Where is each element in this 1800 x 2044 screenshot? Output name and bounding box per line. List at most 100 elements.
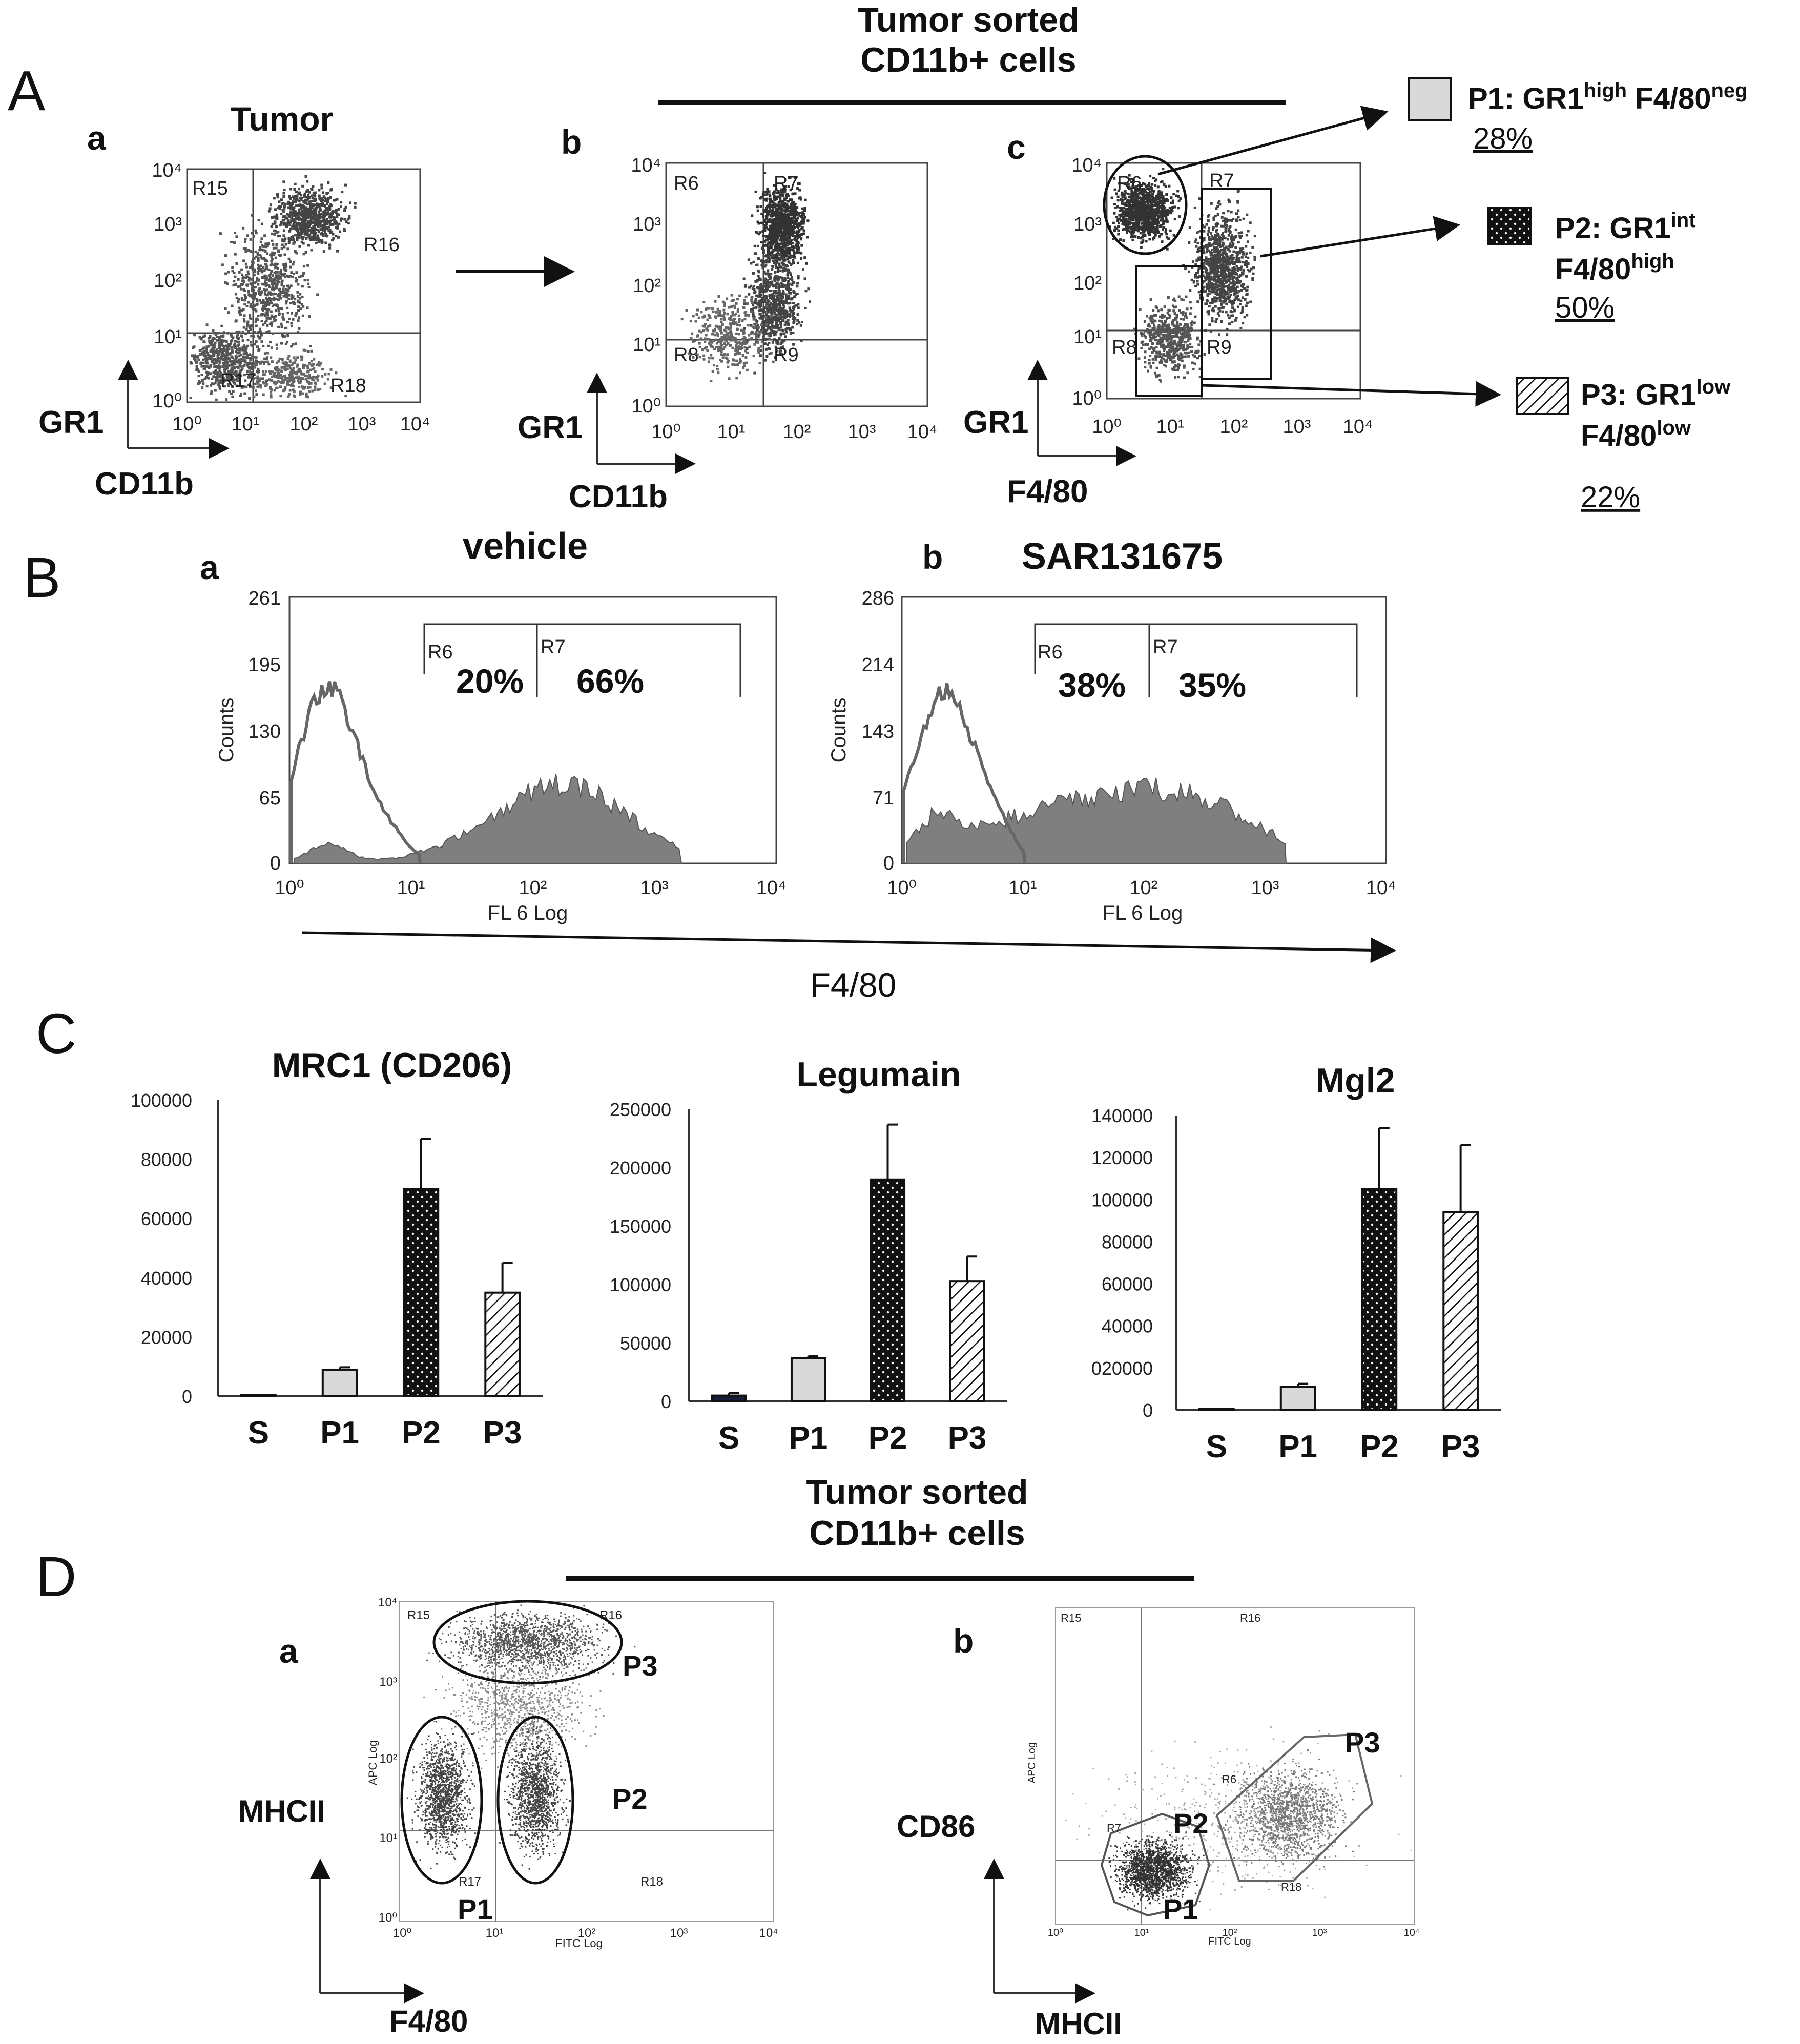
category-label-s: S	[248, 1415, 269, 1451]
bar-s	[240, 1394, 277, 1397]
legend-swatch-p3	[1516, 377, 1569, 415]
scatter-a-b-xticks: 10⁰ 10¹ 10² 10³ 10⁴	[651, 421, 937, 443]
scatter-d-b: R15 R16 R6 R7 R18 P3 P2 P1	[1055, 1607, 1415, 1925]
histogram-sar-filled	[906, 777, 1287, 864]
scatter-d-b-ylabel: APC Log	[1026, 1742, 1038, 1783]
y-tick-label: 120000	[1091, 1147, 1153, 1168]
histogram-sar-isotype	[902, 683, 1026, 864]
gate-label-r7: R7	[541, 636, 566, 658]
legend-swatch-p2	[1487, 207, 1532, 245]
bar-p1	[790, 1357, 826, 1402]
scatter-d-a-yticks: 10⁴ 10³ 10² 10¹ 10⁰	[378, 1596, 397, 1925]
gate-label-r6: R6	[1038, 642, 1063, 663]
hist-title-vehicle: vehicle	[463, 526, 588, 567]
gate-d-a-p2	[496, 1716, 574, 1885]
svg-text:10³: 10³	[633, 214, 661, 235]
arrow-to-p3	[1201, 381, 1501, 407]
bar-p3	[949, 1280, 985, 1402]
svg-text:10¹: 10¹	[232, 414, 260, 435]
pop-label-p3: P3	[623, 1649, 658, 1682]
gate-label-r7: R7	[1153, 636, 1178, 658]
category-label-p3: P3	[483, 1415, 522, 1451]
legend-pct-p2: 50%	[1555, 291, 1615, 324]
axis-label-gr1-b: GR1	[518, 410, 583, 445]
subpanel-a-c-letter: c	[1007, 128, 1026, 166]
category-label-p1: P1	[789, 1420, 828, 1456]
pop-label-p1: P1	[1163, 1893, 1198, 1925]
axis-label-mhcii-d-b: MHCII	[1035, 2007, 1122, 2041]
scatter-d-a: R15 R16 R17 R18 P3 P2 P1	[399, 1600, 774, 1925]
axis-label-f480-d-a: F4/80	[389, 2004, 468, 2038]
bar-p2	[1361, 1188, 1398, 1411]
category-label-p1: P1	[1278, 1429, 1317, 1464]
svg-text:10¹: 10¹	[717, 421, 746, 443]
hist-sar-xlabel: FL 6 Log	[1103, 902, 1183, 924]
category-label-p3: P3	[1441, 1429, 1480, 1464]
svg-text:10³: 10³	[154, 214, 182, 235]
y-tick-label: 100000	[1091, 1189, 1153, 1210]
scatter-d-a-xticks: 10⁰ 10¹ 10² 10³ 10⁴	[393, 1926, 778, 1940]
axis-label-gr1-c: GR1	[963, 405, 1028, 440]
legend-label-p2-line1: P2: GR1int	[1555, 209, 1696, 245]
subpanel-b-b-letter: b	[922, 538, 943, 576]
region-r7: R7	[1209, 170, 1234, 192]
legend-label-p2-line2: F4/80high	[1555, 250, 1674, 286]
pop-label-p2: P2	[612, 1783, 648, 1815]
histogram-sar: R6 R7 38% 35%	[901, 596, 1387, 864]
y-tick-label: 80000	[141, 1149, 192, 1170]
y-tick-label: 140000	[1091, 1105, 1153, 1126]
bar-p1	[1279, 1386, 1316, 1412]
y-tick-label: 150000	[610, 1216, 671, 1237]
panel-letter-d: D	[36, 1545, 76, 1608]
tumor-label: Tumor	[231, 100, 333, 138]
svg-text:10¹: 10¹	[154, 326, 182, 348]
scatter-d-a-points	[406, 1604, 636, 1870]
category-label-p2: P2	[868, 1420, 907, 1456]
pct-r6-sar: 38%	[1058, 666, 1126, 704]
svg-text:10³: 10³	[848, 421, 876, 443]
legend-label-p1: P1: GR1high F4/80neg	[1468, 79, 1748, 115]
y-tick-label: 100000	[131, 1090, 192, 1111]
bar-p1	[321, 1368, 358, 1397]
pct-r7-vehicle: 66%	[576, 662, 644, 700]
svg-text:10⁰: 10⁰	[651, 421, 681, 443]
svg-text:10⁴: 10⁴	[631, 155, 661, 176]
svg-text:10⁰: 10⁰	[631, 396, 661, 417]
panel-letter-b: B	[23, 546, 60, 609]
legend-swatch-p1	[1408, 77, 1452, 121]
panel-letter-c: C	[36, 1002, 76, 1065]
bar-chart-title: Legumain	[796, 1055, 961, 1094]
axis-label-cd11b-b: CD11b	[569, 479, 668, 514]
bar-s	[1198, 1408, 1235, 1411]
region-r8: R8	[674, 344, 699, 366]
header-bottom-line2: CD11b+ cells	[809, 1514, 1025, 1553]
pct-r7-sar: 35%	[1178, 666, 1246, 704]
svg-text:10²: 10²	[633, 275, 661, 297]
category-label-p2: P2	[402, 1415, 441, 1451]
y-tick-label: 20000	[141, 1327, 192, 1348]
y-tick-label: 0	[661, 1391, 671, 1412]
hist-title-sar: SAR131675	[1022, 536, 1223, 577]
region-r6: R6	[674, 173, 699, 194]
category-label-p2: P2	[1360, 1429, 1399, 1464]
gate-bracket-sar	[1034, 623, 1358, 697]
bar-chart-title: MRC1 (CD206)	[272, 1046, 512, 1085]
y-tick-label: 250000	[610, 1099, 671, 1120]
y-tick-label: 60000	[141, 1208, 192, 1229]
gate-label-r6: R6	[428, 642, 453, 663]
axis-label-cd86-d-b: CD86	[897, 1809, 975, 1844]
gate-p3-rect	[1135, 265, 1203, 397]
hist-vehicle-xlabel: FL 6 Log	[488, 902, 568, 924]
hist-sar-ylabel: Counts	[827, 698, 850, 763]
scatter-a-b-yticks: 10⁴ 10³ 10² 10¹ 10⁰	[631, 155, 661, 417]
y-tick-label: 0	[182, 1386, 192, 1407]
svg-text:10²: 10²	[783, 421, 811, 443]
scatter-a-b: R6 R7 R8 R9	[665, 162, 928, 407]
pop-label-p2: P2	[1173, 1807, 1209, 1840]
subpanel-d-b-letter: b	[953, 1622, 974, 1660]
y-tick-label: 0	[1143, 1400, 1153, 1421]
y-tick-label: 020000	[1091, 1358, 1153, 1379]
region-r18: R18	[330, 375, 366, 397]
arrow-to-p1	[1157, 106, 1389, 176]
